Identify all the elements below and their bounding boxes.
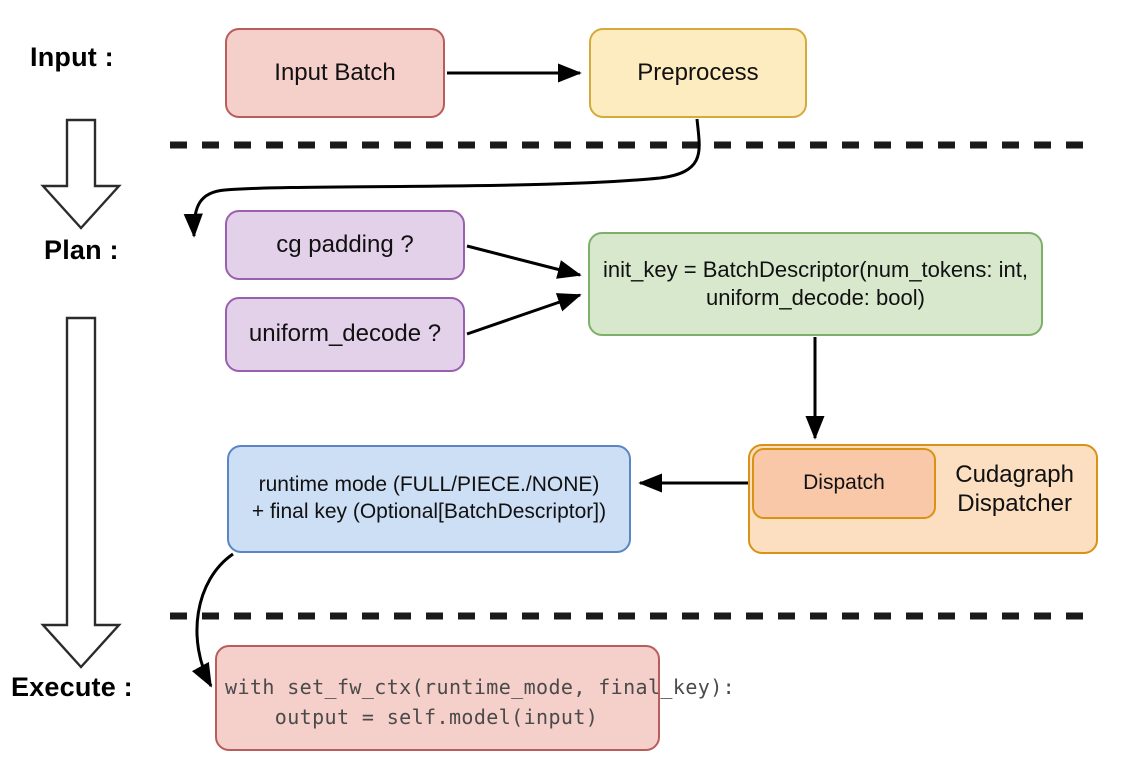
- edge-cg-padding-to-init-key: [466, 244, 582, 279]
- node-preprocess[interactable]: Preprocess: [589, 28, 807, 118]
- node-input-batch[interactable]: Input Batch: [225, 28, 445, 118]
- plan-to-execute-block-arrow: [40, 316, 122, 669]
- node-code-block[interactable]: with set_fw_ctx(runtime_mode, final_key)…: [215, 645, 735, 751]
- node-runtime-mode[interactable]: runtime mode (FULL/PIECE./NONE) + final …: [227, 445, 631, 553]
- node-dispatch[interactable]: Dispatch: [752, 448, 936, 519]
- node-init-key[interactable]: init_key = BatchDescriptor(num_tokens: i…: [588, 232, 1043, 336]
- edge-uniform-decode-to-init-key: [466, 293, 582, 336]
- code-line-2: output = self.model(input): [225, 704, 599, 729]
- stage-label-input: Input :: [30, 42, 114, 72]
- stage-label-execute: Execute :: [11, 672, 133, 702]
- node-cg-padding[interactable]: cg padding ?: [225, 210, 465, 280]
- stage-label-plan: Plan :: [44, 235, 119, 265]
- input-to-plan-block-arrow: [40, 118, 122, 230]
- node-uniform-decode[interactable]: uniform_decode ?: [225, 297, 465, 372]
- code-line-1: with set_fw_ctx(runtime_mode, final_key)…: [225, 675, 736, 699]
